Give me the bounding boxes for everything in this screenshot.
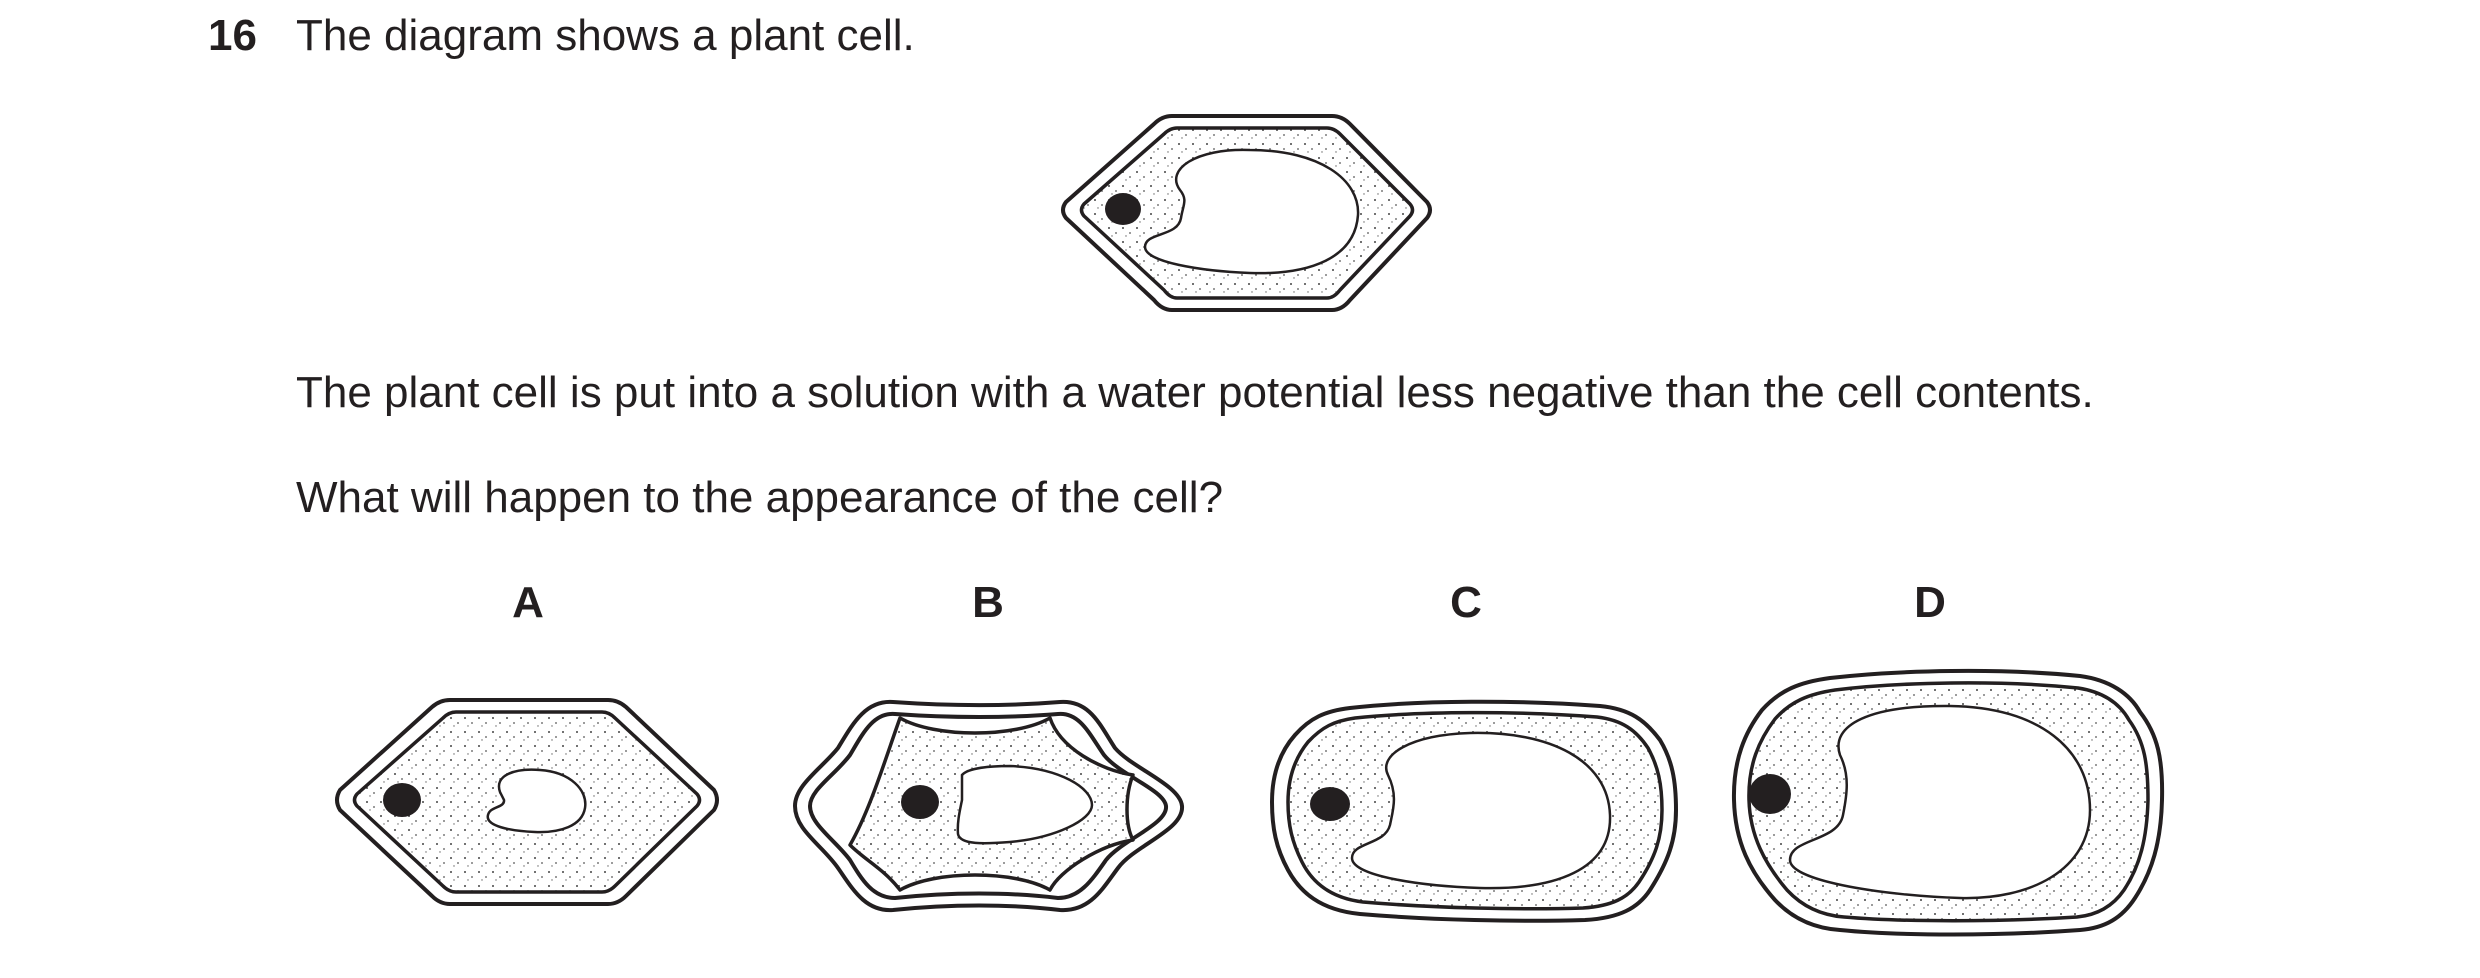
nucleus-icon	[1310, 787, 1350, 821]
question-stem: The plant cell is put into a solution wi…	[296, 368, 2094, 417]
question-prompt: What will happen to the appearance of th…	[296, 473, 1224, 522]
option-a-label[interactable]: A	[512, 578, 544, 627]
option-d-label[interactable]: D	[1914, 578, 1946, 627]
option-c-label[interactable]: C	[1450, 578, 1482, 627]
original-plant-cell	[1061, 114, 1432, 312]
option-a-cell	[335, 698, 719, 906]
option-d-cell	[1731, 668, 2165, 937]
nucleus-icon	[383, 783, 421, 817]
option-c-cell	[1270, 699, 1678, 923]
question-intro: The diagram shows a plant cell.	[296, 11, 915, 60]
nucleus-icon	[901, 785, 939, 819]
nucleus-icon	[1105, 193, 1141, 225]
option-b-label[interactable]: B	[972, 578, 1004, 627]
option-b-cell	[793, 699, 1184, 913]
nucleus-icon	[1749, 774, 1791, 814]
question-number: 16	[208, 11, 257, 60]
